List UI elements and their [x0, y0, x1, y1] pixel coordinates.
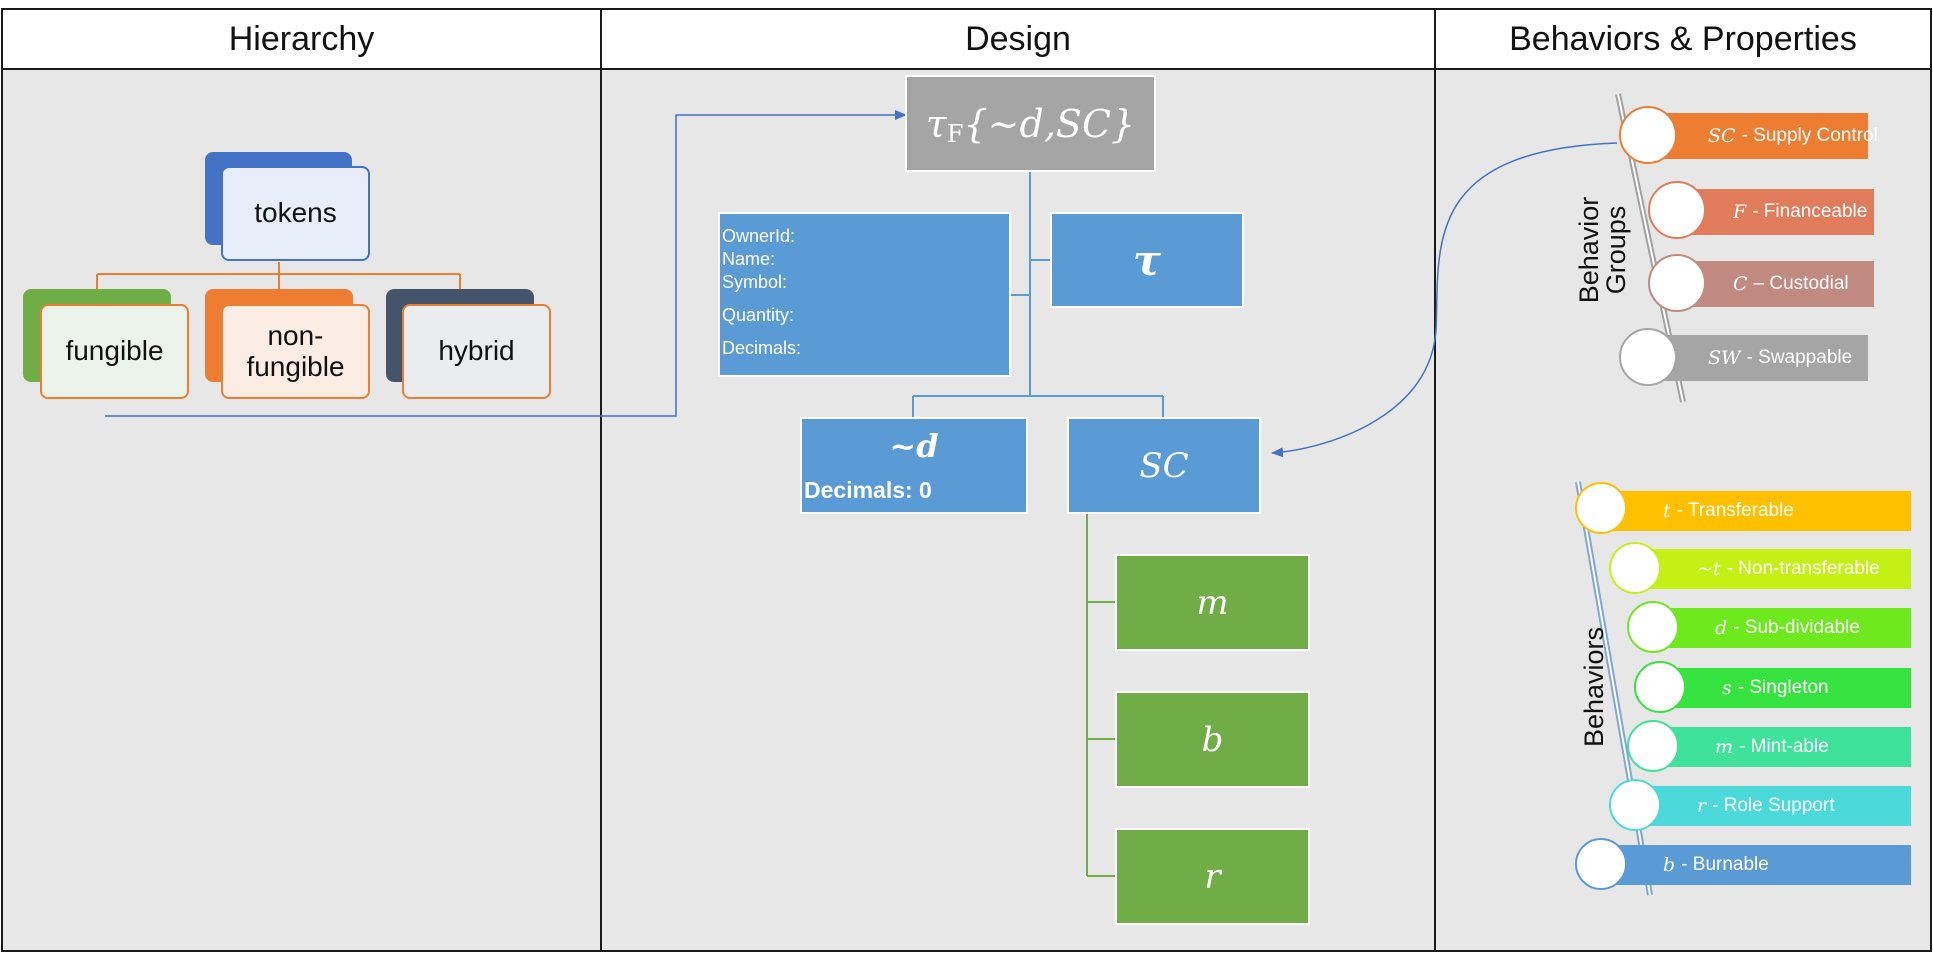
behavior-text: - Transferable	[1676, 500, 1794, 521]
behavior-symbol: t	[1663, 500, 1671, 522]
group-text: - Supply Control	[1741, 125, 1878, 146]
group-text: – Custodial	[1753, 273, 1849, 294]
property-quantity: Quantity:	[722, 305, 795, 325]
behaviors-label: Behaviors	[1579, 626, 1609, 748]
non-fungible-node: non- fungible	[221, 304, 370, 399]
behaviors-properties-header: Behaviors & Properties	[1436, 10, 1930, 70]
fungible-node: fungible	[40, 304, 189, 399]
group-symbol: SW	[1708, 347, 1741, 369]
hierarchy-header: Hierarchy	[3, 10, 600, 70]
mint-node: m	[1115, 554, 1310, 651]
properties-box: OwnerId: Name: Symbol: Quantity: Decimal…	[718, 212, 1011, 377]
property-symbol: Symbol:	[722, 272, 788, 292]
behavior-mint-able-marker	[1627, 720, 1679, 772]
behavior-non-transferable-marker	[1609, 542, 1661, 594]
behavior-text: - Sub-dividable	[1733, 617, 1860, 638]
hybrid-node: hybrid	[402, 304, 551, 399]
group-symbol: C	[1733, 273, 1748, 295]
behavior-symbol: s	[1722, 677, 1732, 699]
tau-node: τ	[1050, 212, 1244, 308]
d-node: ~d Decimals: 0	[800, 417, 1028, 514]
properties-list: OwnerId: Name: Symbol: Quantity: Decimal…	[722, 224, 801, 361]
behavior-role-support: r - Role Support	[1639, 786, 1911, 826]
group-swappable-marker	[1619, 328, 1677, 386]
behavior-singleton: s - Singleton	[1664, 668, 1911, 708]
tokens-node: tokens	[221, 166, 370, 261]
property-name: Name:	[722, 249, 776, 269]
design-header: Design	[602, 10, 1434, 70]
behavior-burnable-marker	[1575, 838, 1627, 890]
group-symbol: F	[1733, 201, 1747, 223]
root-args: {~d,SC}	[963, 101, 1136, 146]
behavior-text: - Burnable	[1681, 854, 1769, 875]
group-text: - Swappable	[1746, 347, 1853, 368]
group-custodial: C – Custodial	[1675, 261, 1874, 307]
behavior-role-support-marker	[1609, 779, 1661, 831]
behavior-text: - Non-transferable	[1726, 558, 1880, 579]
role-node: r	[1115, 828, 1310, 925]
behavior-groups-label: Behavior Groups	[1574, 196, 1631, 304]
behavior-transferable: t - Transferable	[1605, 491, 1911, 531]
behavior-text: - Mint-able	[1739, 736, 1829, 757]
group-custodial-marker	[1648, 254, 1706, 312]
group-swappable: SW - Swappable	[1650, 335, 1868, 381]
behavior-sub-dividable: d - Sub-dividable	[1657, 608, 1911, 648]
d-node-title: ~d	[889, 427, 939, 465]
behavior-text: - Singleton	[1737, 677, 1829, 698]
behavior-non-transferable: ~t - Non-transferable	[1639, 549, 1911, 589]
group-financeable-marker	[1648, 181, 1706, 239]
behavior-symbol: b	[1663, 854, 1676, 876]
behavior-mint-able: m - Mint-able	[1657, 727, 1911, 767]
behavior-singleton-marker	[1634, 661, 1686, 713]
behavior-sub-dividable-marker	[1627, 601, 1679, 653]
hierarchy-panel: Hierarchy	[1, 8, 602, 952]
burn-node: b	[1115, 691, 1310, 788]
d-node-decimals: Decimals: 0	[804, 477, 932, 503]
group-supply-control: SC - Supply Control	[1650, 113, 1878, 159]
behavior-symbol: d	[1715, 617, 1728, 639]
group-supply-control-marker	[1619, 106, 1677, 164]
behavior-transferable-marker	[1575, 482, 1627, 534]
group-financeable: F - Financeable	[1675, 189, 1874, 235]
sc-node: SC	[1067, 417, 1261, 514]
group-text: - Financeable	[1752, 201, 1868, 222]
behavior-burnable: b - Burnable	[1605, 845, 1911, 885]
property-owner-id: OwnerId:	[722, 226, 796, 246]
property-decimals: Decimals:	[722, 338, 802, 358]
group-symbol: SC	[1708, 125, 1736, 147]
behavior-text: - Role Support	[1712, 795, 1835, 816]
root-subscript: F	[946, 119, 964, 148]
behavior-symbol: ~t	[1697, 558, 1721, 580]
root-symbol: τ	[925, 101, 947, 146]
behavior-symbol: m	[1715, 736, 1734, 758]
behavior-symbol: r	[1697, 795, 1707, 817]
